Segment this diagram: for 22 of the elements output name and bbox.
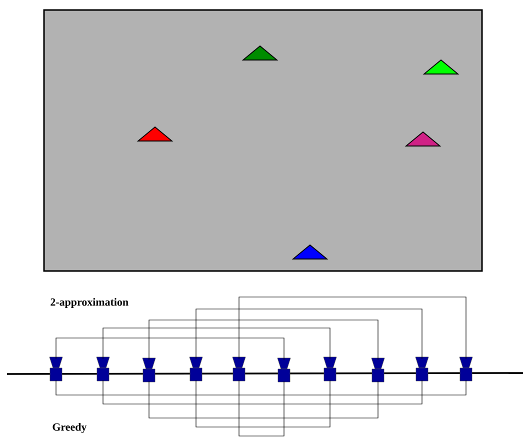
hourglass-device	[232, 356, 246, 382]
hourglass-device	[142, 358, 156, 382]
connector-line	[238, 380, 284, 436]
hourglass-device	[415, 356, 429, 382]
hourglass-device	[323, 356, 337, 382]
hourglass-device	[459, 356, 473, 382]
hourglass-device	[96, 356, 110, 382]
connector-line	[102, 380, 422, 404]
connector-line	[148, 320, 378, 360]
section-label: 2-approximation	[50, 298, 128, 308]
connector-line	[196, 380, 330, 428]
connector-line	[196, 308, 422, 360]
connector-line	[238, 296, 466, 360]
section-label: Greedy	[52, 423, 87, 433]
hourglass-device	[189, 356, 203, 382]
hourglass-device	[49, 356, 63, 382]
connector-line	[56, 380, 466, 396]
connector-line	[148, 380, 378, 418]
connector-line	[56, 338, 284, 360]
hourglass-device	[277, 358, 291, 382]
hourglass-device	[371, 358, 385, 382]
connector-line	[102, 328, 330, 360]
